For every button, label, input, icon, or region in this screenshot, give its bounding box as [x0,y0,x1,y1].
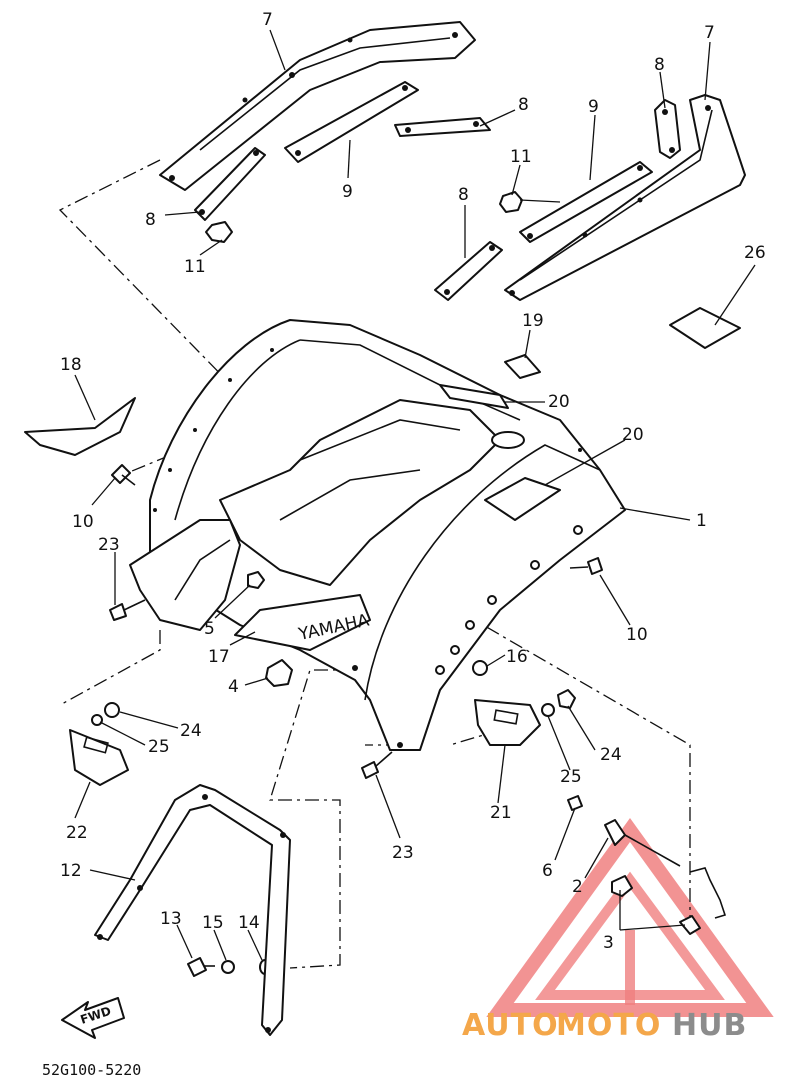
callout-18: 18 [60,355,82,375]
callout-16: 16 [506,647,528,667]
callout-7-left: 7 [262,10,273,30]
callout-10-left: 10 [72,512,94,532]
callout-9-left: 9 [342,182,353,202]
rear-fender [149,319,626,751]
callout-9-right: 9 [588,97,599,117]
fwd-arrow-icon [61,997,125,1039]
decal-18 [24,397,136,456]
callout-13: 13 [160,909,182,929]
callout-24-left: 24 [180,721,202,741]
callout-22: 22 [66,823,88,843]
callout-26: 26 [744,243,766,263]
rear-rail-right [504,94,746,301]
callout-17: 17 [208,647,230,667]
rear-rail-left [159,21,476,191]
watermark-text: AUTO MOTO HUB [462,1008,747,1043]
callout-10-right: 10 [626,625,648,645]
callout-5: 5 [204,619,215,639]
callout-24-right: 24 [600,745,622,765]
callout-20-right: 20 [622,425,644,445]
watermark-hub: HUB [672,1008,747,1043]
mudflap [129,519,241,631]
callout-8-top-center: 8 [518,95,529,115]
hardware [91,464,727,977]
callout-15: 15 [202,913,224,933]
callout-7-right: 7 [704,23,715,43]
callout-8-center: 8 [458,185,469,205]
assembly-lines [58,159,691,969]
diagram-code: 52G100-5220 [42,1061,141,1079]
callout-4: 4 [228,677,239,697]
callout-3: 3 [603,933,614,953]
watermark-logo [486,818,774,1017]
callout-25-right: 25 [560,767,582,787]
callout-19: 19 [522,311,544,331]
callout-25-left: 25 [148,737,170,757]
side-cover-22 [69,729,129,786]
callout-14: 14 [238,913,260,933]
callout-numbers: 7 7 8 8 8 8 9 9 11 11 26 19 20 20 18 1 1… [60,10,766,953]
grab-bar [94,784,291,1036]
callout-21: 21 [490,803,512,823]
callout-2: 2 [572,877,583,897]
label-plate-26 [669,307,741,349]
callout-8-left: 8 [145,210,156,230]
reflector-19 [504,354,541,379]
callout-1: 1 [696,511,707,531]
callout-23-center: 23 [392,843,414,863]
leader-lines [74,29,756,961]
callout-11-left: 11 [184,257,206,277]
watermark-moto: MOTO [556,1008,661,1043]
callout-12: 12 [60,861,82,881]
bracket-set-left [194,81,491,243]
watermark-auto: AUTO [462,1008,559,1043]
callout-23-left: 23 [98,535,120,555]
bracket-set-right [434,99,681,301]
plate-bracket-17 [234,594,371,651]
callout-8-top-right: 8 [654,55,665,75]
callout-6: 6 [542,861,553,881]
callout-20-top: 20 [548,392,570,412]
callout-11-right: 11 [510,147,532,167]
